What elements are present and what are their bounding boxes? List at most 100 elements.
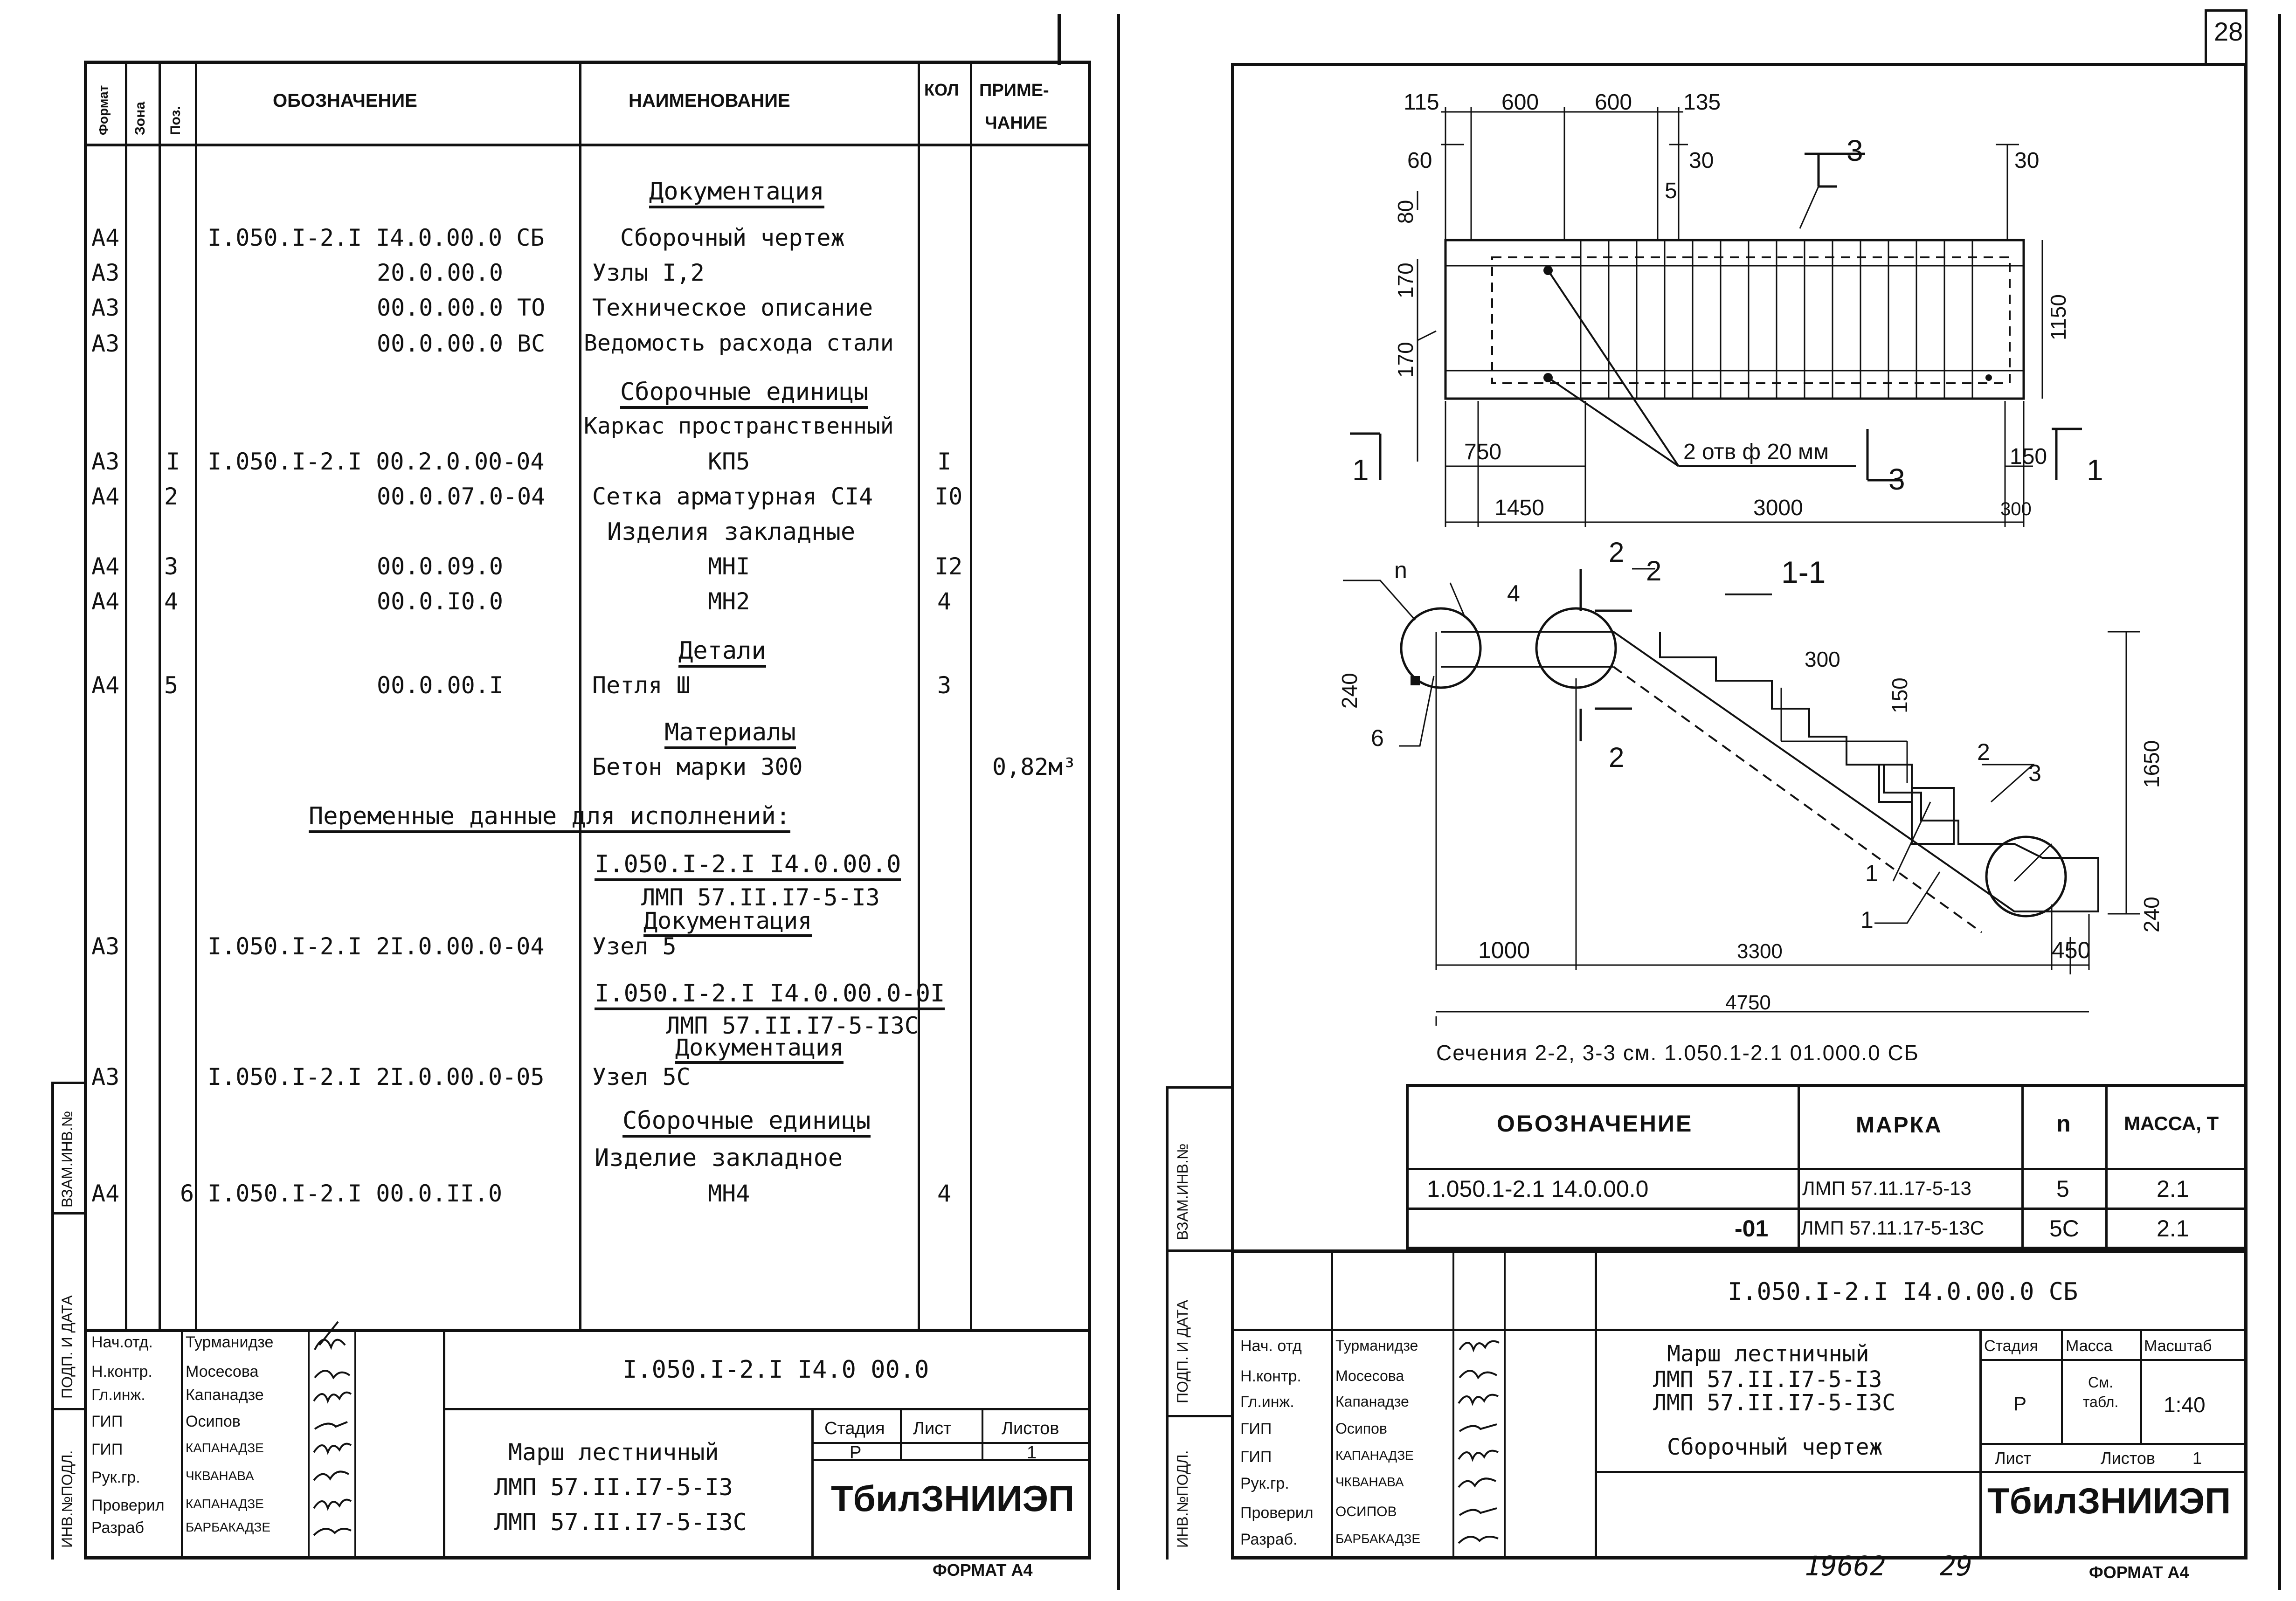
r-stamp-name: Мосесова bbox=[1335, 1367, 1404, 1384]
row-designation: 20.0.00.0 bbox=[377, 259, 503, 286]
col-line-designation bbox=[579, 61, 581, 1329]
left-stamp-h-sheet bbox=[811, 1442, 1091, 1444]
stair-section-drawing: 1-1 n 4 2 2 2 6 2 3 1 1 300 1000 3300 45… bbox=[1337, 537, 2164, 1026]
r-stamp-role: Проверил bbox=[1240, 1504, 1314, 1522]
callout-1-a: 1 bbox=[1865, 860, 1878, 886]
dim-240-top: 240 bbox=[1337, 673, 1362, 709]
stamp-name: БАРБАКАДЗЕ bbox=[186, 1520, 271, 1534]
r-stamp-role: Нач. отд bbox=[1240, 1337, 1302, 1355]
callout-3-embed: 3 bbox=[2028, 760, 2041, 786]
row-designation: 00.0.09.0 bbox=[377, 553, 503, 580]
dim-240-bottom: 240 bbox=[2139, 897, 2164, 932]
callout-1-b: 1 bbox=[1860, 907, 1874, 933]
left-format-label: ФОРМАТ А4 bbox=[933, 1560, 1033, 1580]
row-qty: 3 bbox=[937, 672, 952, 699]
callout-2-cut-top: 2 bbox=[1609, 537, 1624, 568]
variant-1-mark: ЛМП 57.II.I7-5-I3 bbox=[641, 884, 880, 911]
callout-3-bottom: 3 bbox=[1888, 462, 1905, 496]
r-stamp-role: Рук.гр. bbox=[1240, 1475, 1289, 1492]
right-stamp-h-left bbox=[1595, 1471, 1979, 1473]
stamp-role: Разраб bbox=[91, 1519, 144, 1537]
callout-2-mesh: 2 bbox=[1977, 739, 1990, 765]
right-org: ТбилЗНИИЭП bbox=[1987, 1480, 2231, 1521]
right-stamp-h-org bbox=[1979, 1471, 2248, 1473]
dim-300: 300 bbox=[2000, 499, 2032, 519]
left-stage-header: Стадия bbox=[824, 1419, 885, 1438]
left-side-strip-h3 bbox=[51, 1408, 84, 1410]
row-pos: 3 bbox=[164, 553, 179, 580]
left-stamp-top bbox=[84, 1329, 1091, 1332]
stamp-name: КАПАНАДЗЕ bbox=[186, 1497, 264, 1511]
right-scale-header: Масштаб bbox=[2144, 1337, 2212, 1355]
right-mass-value: См. табл. bbox=[2082, 1374, 2119, 1410]
section-title: 1-1 bbox=[1781, 555, 1826, 589]
right-sheets-header: Листов bbox=[2101, 1449, 2155, 1468]
left-stamp-col3 bbox=[354, 1329, 356, 1560]
right-edge-line bbox=[2278, 14, 2281, 1590]
mark-table-h2 bbox=[1406, 1208, 2248, 1210]
row-format: А3 bbox=[91, 933, 120, 960]
row-designation: I.050.I-2.I 2I.0.00.0-04 bbox=[207, 933, 545, 960]
row-qty: I0 bbox=[934, 483, 963, 510]
row-designation: 00.0.07.0-04 bbox=[377, 483, 546, 510]
stamp-role: ГИП bbox=[91, 1441, 123, 1458]
left-stamp-mid bbox=[443, 1408, 1091, 1410]
right-stamp-col2 bbox=[1452, 1249, 1454, 1560]
variant-2-doc: Документация bbox=[675, 1036, 844, 1064]
dim-300-step: 300 bbox=[1805, 647, 1840, 671]
right-stage-header: Стадия bbox=[1984, 1337, 2038, 1355]
callout-2-cut-bottom: 2 bbox=[1609, 742, 1624, 773]
dim-80: 80 bbox=[1393, 200, 1418, 224]
row-format: А4 bbox=[91, 672, 120, 699]
mark-table-h-mark: Марка bbox=[1856, 1113, 1943, 1138]
variant-2-mark: ЛМП 57.II.I7-5-I3С bbox=[666, 1012, 919, 1039]
stamp-name: Капанадзе bbox=[186, 1386, 264, 1404]
hdr-note-1: ПРИМЕ- bbox=[979, 81, 1049, 100]
left-sheet-header: Лист bbox=[913, 1419, 952, 1438]
mark-table-n: 5 bbox=[2056, 1176, 2069, 1202]
right-stamp-title-1: Марш лестничный bbox=[1667, 1341, 1869, 1367]
right-side-strip-h3 bbox=[1166, 1415, 1231, 1417]
row-qty: I2 bbox=[934, 553, 963, 580]
stamp-name: Турманидзе bbox=[186, 1333, 274, 1351]
r-stamp-name: ЧКВАНАВА bbox=[1335, 1475, 1404, 1489]
left-side-strip-line bbox=[51, 1082, 54, 1560]
row-pos: 2 bbox=[164, 483, 179, 510]
r-stamp-role: Гл.инж. bbox=[1240, 1393, 1294, 1411]
col-line-zone bbox=[159, 61, 161, 1329]
dim-750: 750 bbox=[1464, 440, 1501, 464]
section-assembly-units: Сборочные единицы bbox=[620, 380, 869, 409]
side-vzam-label: ВЗАМ.ИНВ.№ bbox=[59, 1111, 76, 1208]
right-mass-header: Масса bbox=[2066, 1337, 2113, 1355]
mark-table-des: 1.050.1-2.1 14.0.00.0 bbox=[1427, 1176, 1649, 1202]
row-designation: 00.0.00.0 ВС bbox=[377, 330, 546, 357]
mark-table-v2 bbox=[2021, 1084, 2024, 1249]
right-stamp-col6 bbox=[2061, 1329, 2063, 1443]
row-qty: 4 bbox=[937, 1180, 952, 1207]
row-pos: 6 bbox=[180, 1180, 194, 1207]
callout-1-right: 1 bbox=[2087, 453, 2103, 487]
mark-table-mass: 2.1 bbox=[2157, 1176, 2189, 1202]
mark-table-h1 bbox=[1406, 1168, 2248, 1170]
right-stamp-col3 bbox=[1504, 1249, 1506, 1560]
dim-60: 60 bbox=[1407, 148, 1432, 173]
row-format: А3 bbox=[91, 330, 120, 357]
row-format: А4 bbox=[91, 483, 120, 510]
row-format: А3 bbox=[91, 294, 120, 321]
r-stamp-name: Капанадзе bbox=[1335, 1393, 1409, 1410]
mark-table-h-n: n bbox=[2056, 1111, 2071, 1137]
right-scale-value: 1:40 bbox=[2164, 1393, 2206, 1417]
dim-600-b: 600 bbox=[1595, 90, 1632, 115]
dim-3300: 3300 bbox=[1737, 940, 1783, 963]
right-stamp-col4 bbox=[1595, 1249, 1597, 1560]
row-name: Ведомость расхода стали bbox=[584, 330, 894, 356]
holes-note: 2 отв ф 20 мм bbox=[1683, 440, 1829, 464]
stamp-role: Проверил bbox=[91, 1497, 165, 1514]
page-number: 28 bbox=[2214, 17, 2243, 46]
dim-3000: 3000 bbox=[1753, 496, 1803, 520]
callout-6: 6 bbox=[1371, 725, 1384, 751]
row-format: А4 bbox=[91, 553, 120, 580]
dim-135: 135 bbox=[1683, 90, 1721, 115]
col-line-pos bbox=[195, 61, 197, 1329]
col-line-format bbox=[125, 61, 127, 1329]
